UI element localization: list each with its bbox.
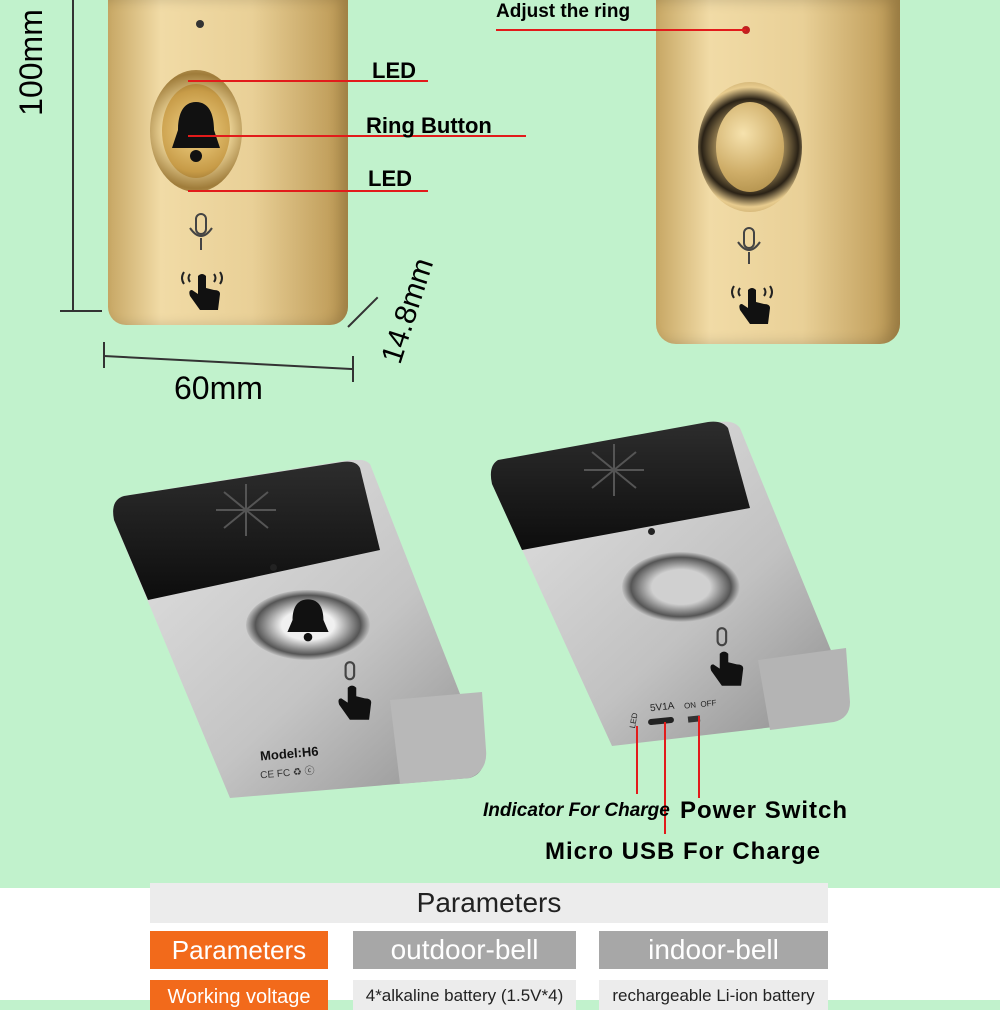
callout-micro-usb xyxy=(664,722,666,834)
callout-ring-button xyxy=(188,135,526,137)
label-ring-button: Ring Button xyxy=(366,113,492,138)
bell-icon xyxy=(282,596,334,649)
depth-label: 14.8mm xyxy=(375,254,441,368)
touch-hand-icon xyxy=(724,272,780,333)
callout-power-switch xyxy=(698,716,700,798)
indoor-bell-gold xyxy=(656,0,900,344)
width-label: 60mm xyxy=(174,370,263,406)
label-adjust-ring: Adjust the ring xyxy=(496,1,631,22)
label-micro-usb: Micro USB For Charge xyxy=(545,838,822,865)
width-dimension-tick-left xyxy=(103,342,105,368)
table-cell-indoor-voltage: rechargeable Li-ion battery xyxy=(599,980,828,1010)
adjust-ring-dot xyxy=(742,26,750,34)
microphone-icon xyxy=(732,226,766,271)
microphone-icon xyxy=(184,212,218,257)
table-header-indoor: indoor-bell xyxy=(599,931,828,969)
callout-adjust-ring xyxy=(496,29,746,31)
outdoor-bell-silver: Model:H6 CE FC ♻ ⓒ xyxy=(110,460,490,800)
width-dimension-line xyxy=(103,355,354,371)
button-face xyxy=(716,102,784,192)
speaker-grille-icon xyxy=(206,480,286,545)
speaker-grille-icon xyxy=(574,440,654,505)
touch-hand-icon xyxy=(174,258,230,319)
ring-button xyxy=(622,552,740,622)
table-cell-working-voltage: Working voltage xyxy=(150,980,328,1010)
height-dimension-line xyxy=(72,0,74,310)
indoor-bell-silver: LED 5V1A ON OFF xyxy=(488,420,854,750)
touch-hand-icon xyxy=(322,660,382,729)
label-power-switch: Power Switch xyxy=(680,797,849,824)
callout-indicator xyxy=(636,726,638,794)
led-dot xyxy=(270,564,277,571)
depth-dimension-line xyxy=(347,296,379,328)
touch-hand-icon xyxy=(694,626,754,695)
callout-led-upper xyxy=(188,80,428,82)
label-led-lower: LED xyxy=(368,166,412,191)
label-indicator: Indicator For Charge xyxy=(483,800,670,821)
label-led-upper: LED xyxy=(372,58,416,83)
height-dimension-tick xyxy=(60,310,102,312)
table-title: Parameters xyxy=(150,883,828,923)
led-dot xyxy=(648,528,655,535)
table-header-outdoor: outdoor-bell xyxy=(353,931,576,969)
callout-led-lower xyxy=(188,190,428,192)
table-header-parameters: Parameters xyxy=(150,931,328,969)
bell-icon xyxy=(166,98,226,169)
table-cell-outdoor-voltage: 4*alkaline battery (1.5V*4) xyxy=(353,980,576,1010)
width-dimension-tick-right xyxy=(352,356,354,382)
led-dot xyxy=(196,20,204,28)
outdoor-bell-gold xyxy=(108,0,348,325)
height-label: 100mm xyxy=(12,9,49,116)
